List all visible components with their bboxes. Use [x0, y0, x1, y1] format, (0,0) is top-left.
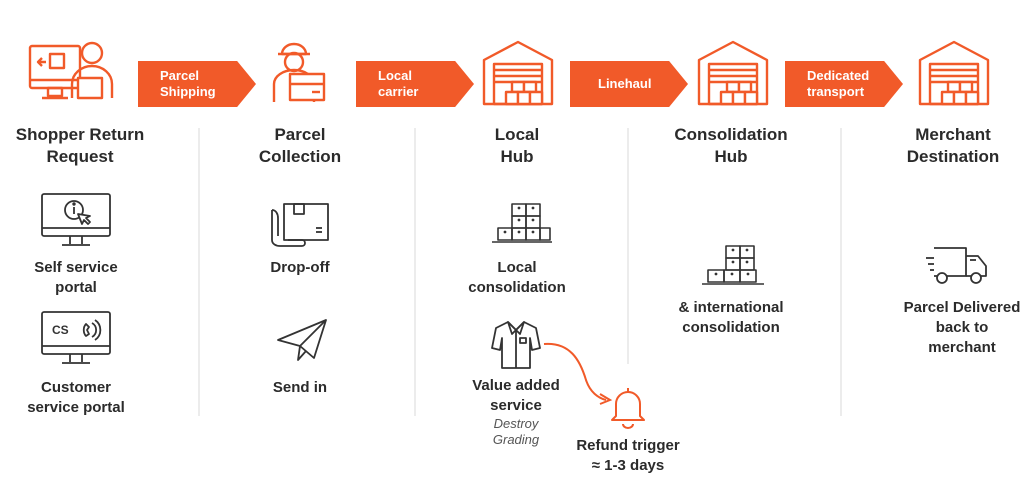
- label-line1: Refund trigger: [576, 437, 680, 454]
- arrow-label-line2: carrier: [378, 84, 419, 99]
- arrow-label-line1: Linehaul: [598, 76, 652, 91]
- title-line2: Destination: [906, 147, 1000, 166]
- local-boxes-stack-icon: [492, 203, 552, 243]
- merchant-warehouse-icon: [918, 40, 990, 106]
- label-line1: Self service: [34, 259, 118, 276]
- arrow-label-line1: Local: [378, 68, 412, 83]
- stage-title-local-hub: Local Hub: [437, 124, 597, 168]
- label-line2: service: [490, 397, 542, 414]
- stage-title-merchant-destination: Merchant Destination: [873, 124, 1029, 168]
- label-line1: Value added: [472, 377, 560, 394]
- title-line2: Hub: [714, 147, 748, 166]
- arrow-label-line1: Parcel: [160, 68, 200, 83]
- arrow-label-line1: Dedicated: [807, 68, 870, 83]
- consolidation-hub-warehouse-icon: [697, 40, 769, 106]
- label-line2: portal: [55, 279, 97, 296]
- refund-flow-arrow: [543, 342, 613, 405]
- shopper-computer-icon: [28, 41, 114, 100]
- international-boxes-stack-icon: [702, 245, 764, 285]
- paper-plane-icon: [277, 319, 327, 361]
- cs-icon-text: CS: [52, 323, 69, 337]
- label-line2: consolidation: [682, 319, 780, 336]
- local-hub-warehouse-icon: [482, 40, 554, 106]
- hand-drop-off-parcel-icon: [271, 203, 329, 247]
- stage-title-shopper-return: Shopper Return Request: [0, 124, 160, 168]
- customer-service-portal-label: Customer service portal: [0, 378, 152, 418]
- title-line1: Shopper Return: [15, 125, 145, 144]
- sub-line2: Grading: [492, 432, 540, 447]
- international-consolidation-label: & international consolidation: [655, 298, 807, 338]
- title-line1: Local: [494, 125, 540, 144]
- transport-arrow-linehaul: Linehaul: [570, 61, 688, 107]
- label-line1: Customer: [40, 379, 111, 396]
- sub-line1: Destroy: [493, 416, 539, 431]
- local-consolidation-label: Local consolidation: [441, 258, 593, 298]
- bell-icon: [611, 388, 645, 429]
- drop-off-label: Drop-off: [270, 259, 330, 276]
- self-service-portal-label: Self service portal: [0, 258, 152, 298]
- column-divider: [627, 128, 629, 364]
- title-line1: Consolidation: [674, 125, 788, 144]
- title-line1: Merchant: [915, 125, 991, 144]
- value-added-service-examples: Destroy Grading: [440, 416, 592, 448]
- parcel-delivered-label: Parcel Delivered back to merchant: [886, 298, 1029, 358]
- title-line2: Request: [46, 147, 114, 166]
- delivery-truck-icon: [926, 247, 987, 284]
- title-line2: Collection: [258, 147, 342, 166]
- label-line2: service portal: [27, 399, 125, 416]
- column-divider: [840, 128, 842, 416]
- refund-trigger-label: Refund trigger ≈ 1-3 days: [552, 436, 704, 476]
- arrow-label-line2: transport: [807, 84, 865, 99]
- label-line2: ≈ 1-3 days: [591, 457, 665, 474]
- label-line1: & international: [678, 299, 784, 316]
- shirt-icon: [491, 321, 541, 369]
- customer-service-monitor-icon: CS: [41, 311, 111, 364]
- column-divider: [414, 128, 416, 416]
- column-divider: [198, 128, 200, 416]
- stage-title-consolidation-hub: Consolidation Hub: [651, 124, 811, 168]
- arrow-label-line2: Shipping: [160, 84, 216, 99]
- label-line1: Local: [497, 259, 537, 276]
- monitor-info-icon: [41, 193, 111, 246]
- send-in-label: Send in: [272, 379, 328, 396]
- courier-with-parcel-icon: [272, 42, 326, 102]
- label-line2: consolidation: [468, 279, 566, 296]
- stage-title-parcel-collection: Parcel Collection: [220, 124, 380, 168]
- label-line3: merchant: [928, 339, 996, 356]
- title-line1: Parcel: [274, 125, 326, 144]
- label-line1: Parcel Delivered: [903, 299, 1021, 316]
- title-line2: Hub: [500, 147, 534, 166]
- label-line2: back to: [935, 319, 989, 336]
- value-added-service-label: Value added service: [440, 376, 592, 416]
